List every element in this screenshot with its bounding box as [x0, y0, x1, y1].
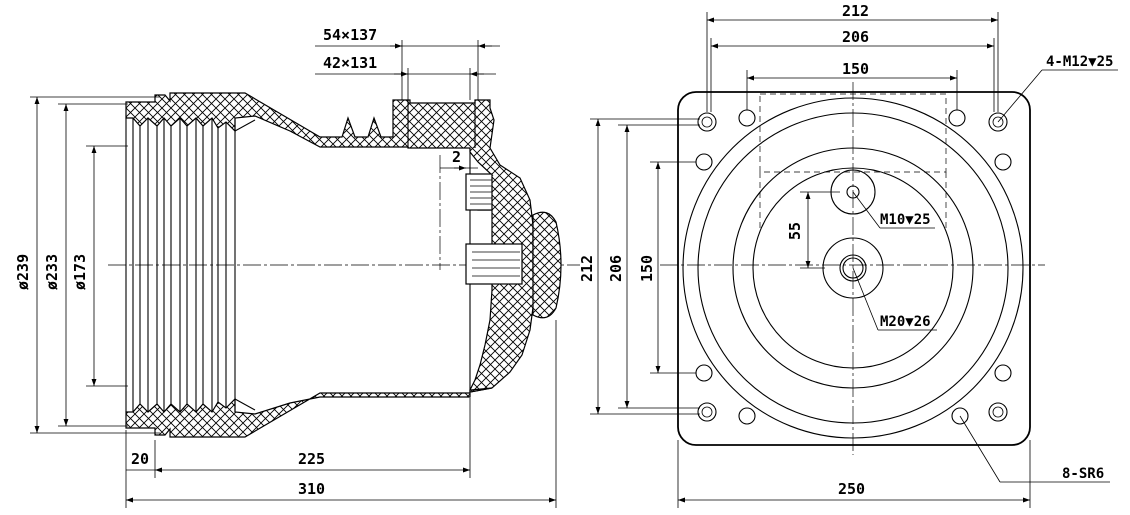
dim-55: 55 — [786, 222, 804, 240]
dim-54x137: 54×137 — [323, 26, 377, 44]
dim-2: 2 — [452, 148, 461, 166]
dim-d239: ø239 — [14, 254, 32, 290]
bellows-ribs — [125, 118, 236, 412]
inner-body-circle — [752, 167, 954, 369]
dim-top-150: 150 — [842, 60, 869, 78]
dim-left-212: 212 — [578, 255, 596, 282]
callout-m10: M10▼25 — [880, 212, 931, 228]
dim-left-206: 206 — [607, 255, 625, 282]
dim-left-150: 150 — [638, 255, 656, 282]
dim-top-206: 206 — [842, 28, 869, 46]
front-view: 212 206 150 212 206 150 55 250 4-M12▼25 — [578, 2, 1118, 508]
callout-m20: M20▼26 — [880, 314, 931, 330]
dim-d233: ø233 — [43, 254, 61, 290]
m12-threaded-holes — [697, 112, 1008, 422]
dim-225: 225 — [298, 450, 325, 468]
callouts: 4-M12▼25 M10▼25 M20▼26 8-SR6 — [852, 54, 1118, 483]
inner-rim-circle — [697, 112, 1009, 424]
callout-4-m12: 4-M12▼25 — [1046, 54, 1113, 70]
dim-top-212: 212 — [842, 2, 869, 20]
dim-42x131: 42×131 — [323, 54, 377, 72]
outer-rim-circle — [682, 97, 1024, 439]
lower-wall-section — [125, 387, 493, 438]
dim-d173: ø173 — [71, 254, 89, 290]
dim-310: 310 — [298, 480, 325, 498]
upper-wall-section — [125, 92, 535, 393]
dim-20: 20 — [131, 450, 149, 468]
flange-plate — [677, 91, 1031, 446]
end-cap-dome — [532, 211, 562, 319]
side-section-view: 54×137 42×131 2 ø239 ø233 ø173 20 225 — [14, 26, 580, 508]
body-circle — [732, 147, 974, 389]
callout-8-sr6: 8-SR6 — [1062, 466, 1104, 482]
dim-250: 250 — [838, 480, 865, 498]
threaded-inserts — [465, 173, 523, 285]
